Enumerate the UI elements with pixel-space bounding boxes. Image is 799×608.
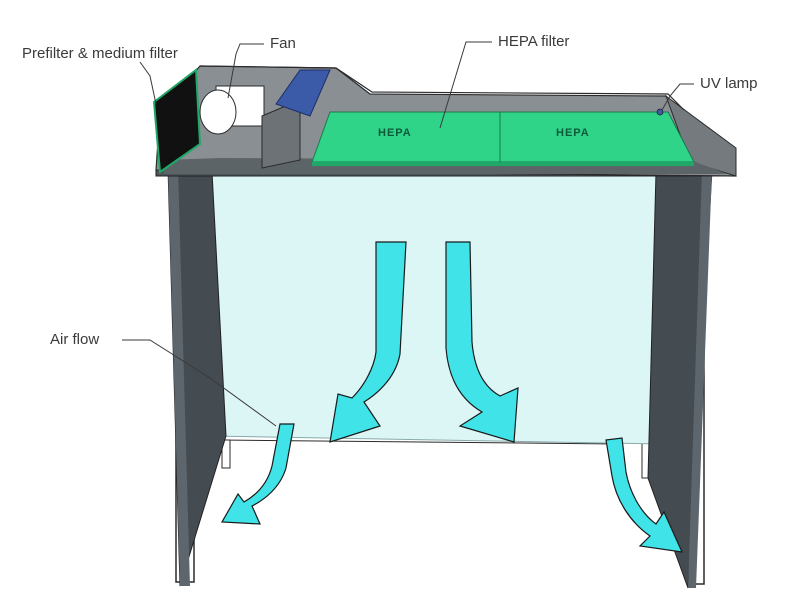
airflow-arrows bbox=[220, 241, 683, 553]
hepa-filter-left bbox=[311, 111, 501, 166]
label-hepa-filter: HEPA filter bbox=[498, 33, 569, 50]
airflow-arrow-lower-left bbox=[220, 423, 295, 525]
leader-uv bbox=[661, 83, 694, 111]
label-uv-lamp: UV lamp bbox=[700, 75, 758, 92]
left-panel-edge bbox=[168, 168, 190, 586]
label-prefilter: Prefilter & medium filter bbox=[22, 45, 178, 62]
leader-lines bbox=[122, 41, 694, 427]
label-fan: Fan bbox=[270, 35, 296, 52]
right-panel-edge bbox=[688, 170, 712, 588]
fan-disc bbox=[199, 89, 237, 135]
leader-hepa bbox=[439, 41, 492, 129]
airflow-arrow-center-right bbox=[445, 241, 519, 443]
prefilter-panel bbox=[152, 68, 202, 174]
hepa-stamp-left: HEPA bbox=[378, 127, 412, 139]
hepa-filter-right bbox=[499, 111, 695, 166]
leader-airflow bbox=[122, 339, 277, 427]
leader-prefilter bbox=[139, 61, 157, 105]
leader-fan bbox=[227, 43, 264, 99]
blue-damper-panel bbox=[275, 69, 331, 117]
back-panel bbox=[205, 167, 673, 445]
airflow-arrow-center-left bbox=[329, 241, 407, 443]
fan bbox=[199, 85, 265, 135]
top-housing: HEPA HEPA bbox=[152, 65, 737, 177]
uv-lamp-icon bbox=[656, 108, 664, 116]
inner-leg-left bbox=[221, 439, 231, 469]
airflow-arrow-lower-right bbox=[605, 437, 683, 553]
label-air-flow: Air flow bbox=[50, 331, 99, 348]
hepa-stamp-right: HEPA bbox=[556, 127, 590, 139]
housing-rim bbox=[199, 65, 685, 111]
